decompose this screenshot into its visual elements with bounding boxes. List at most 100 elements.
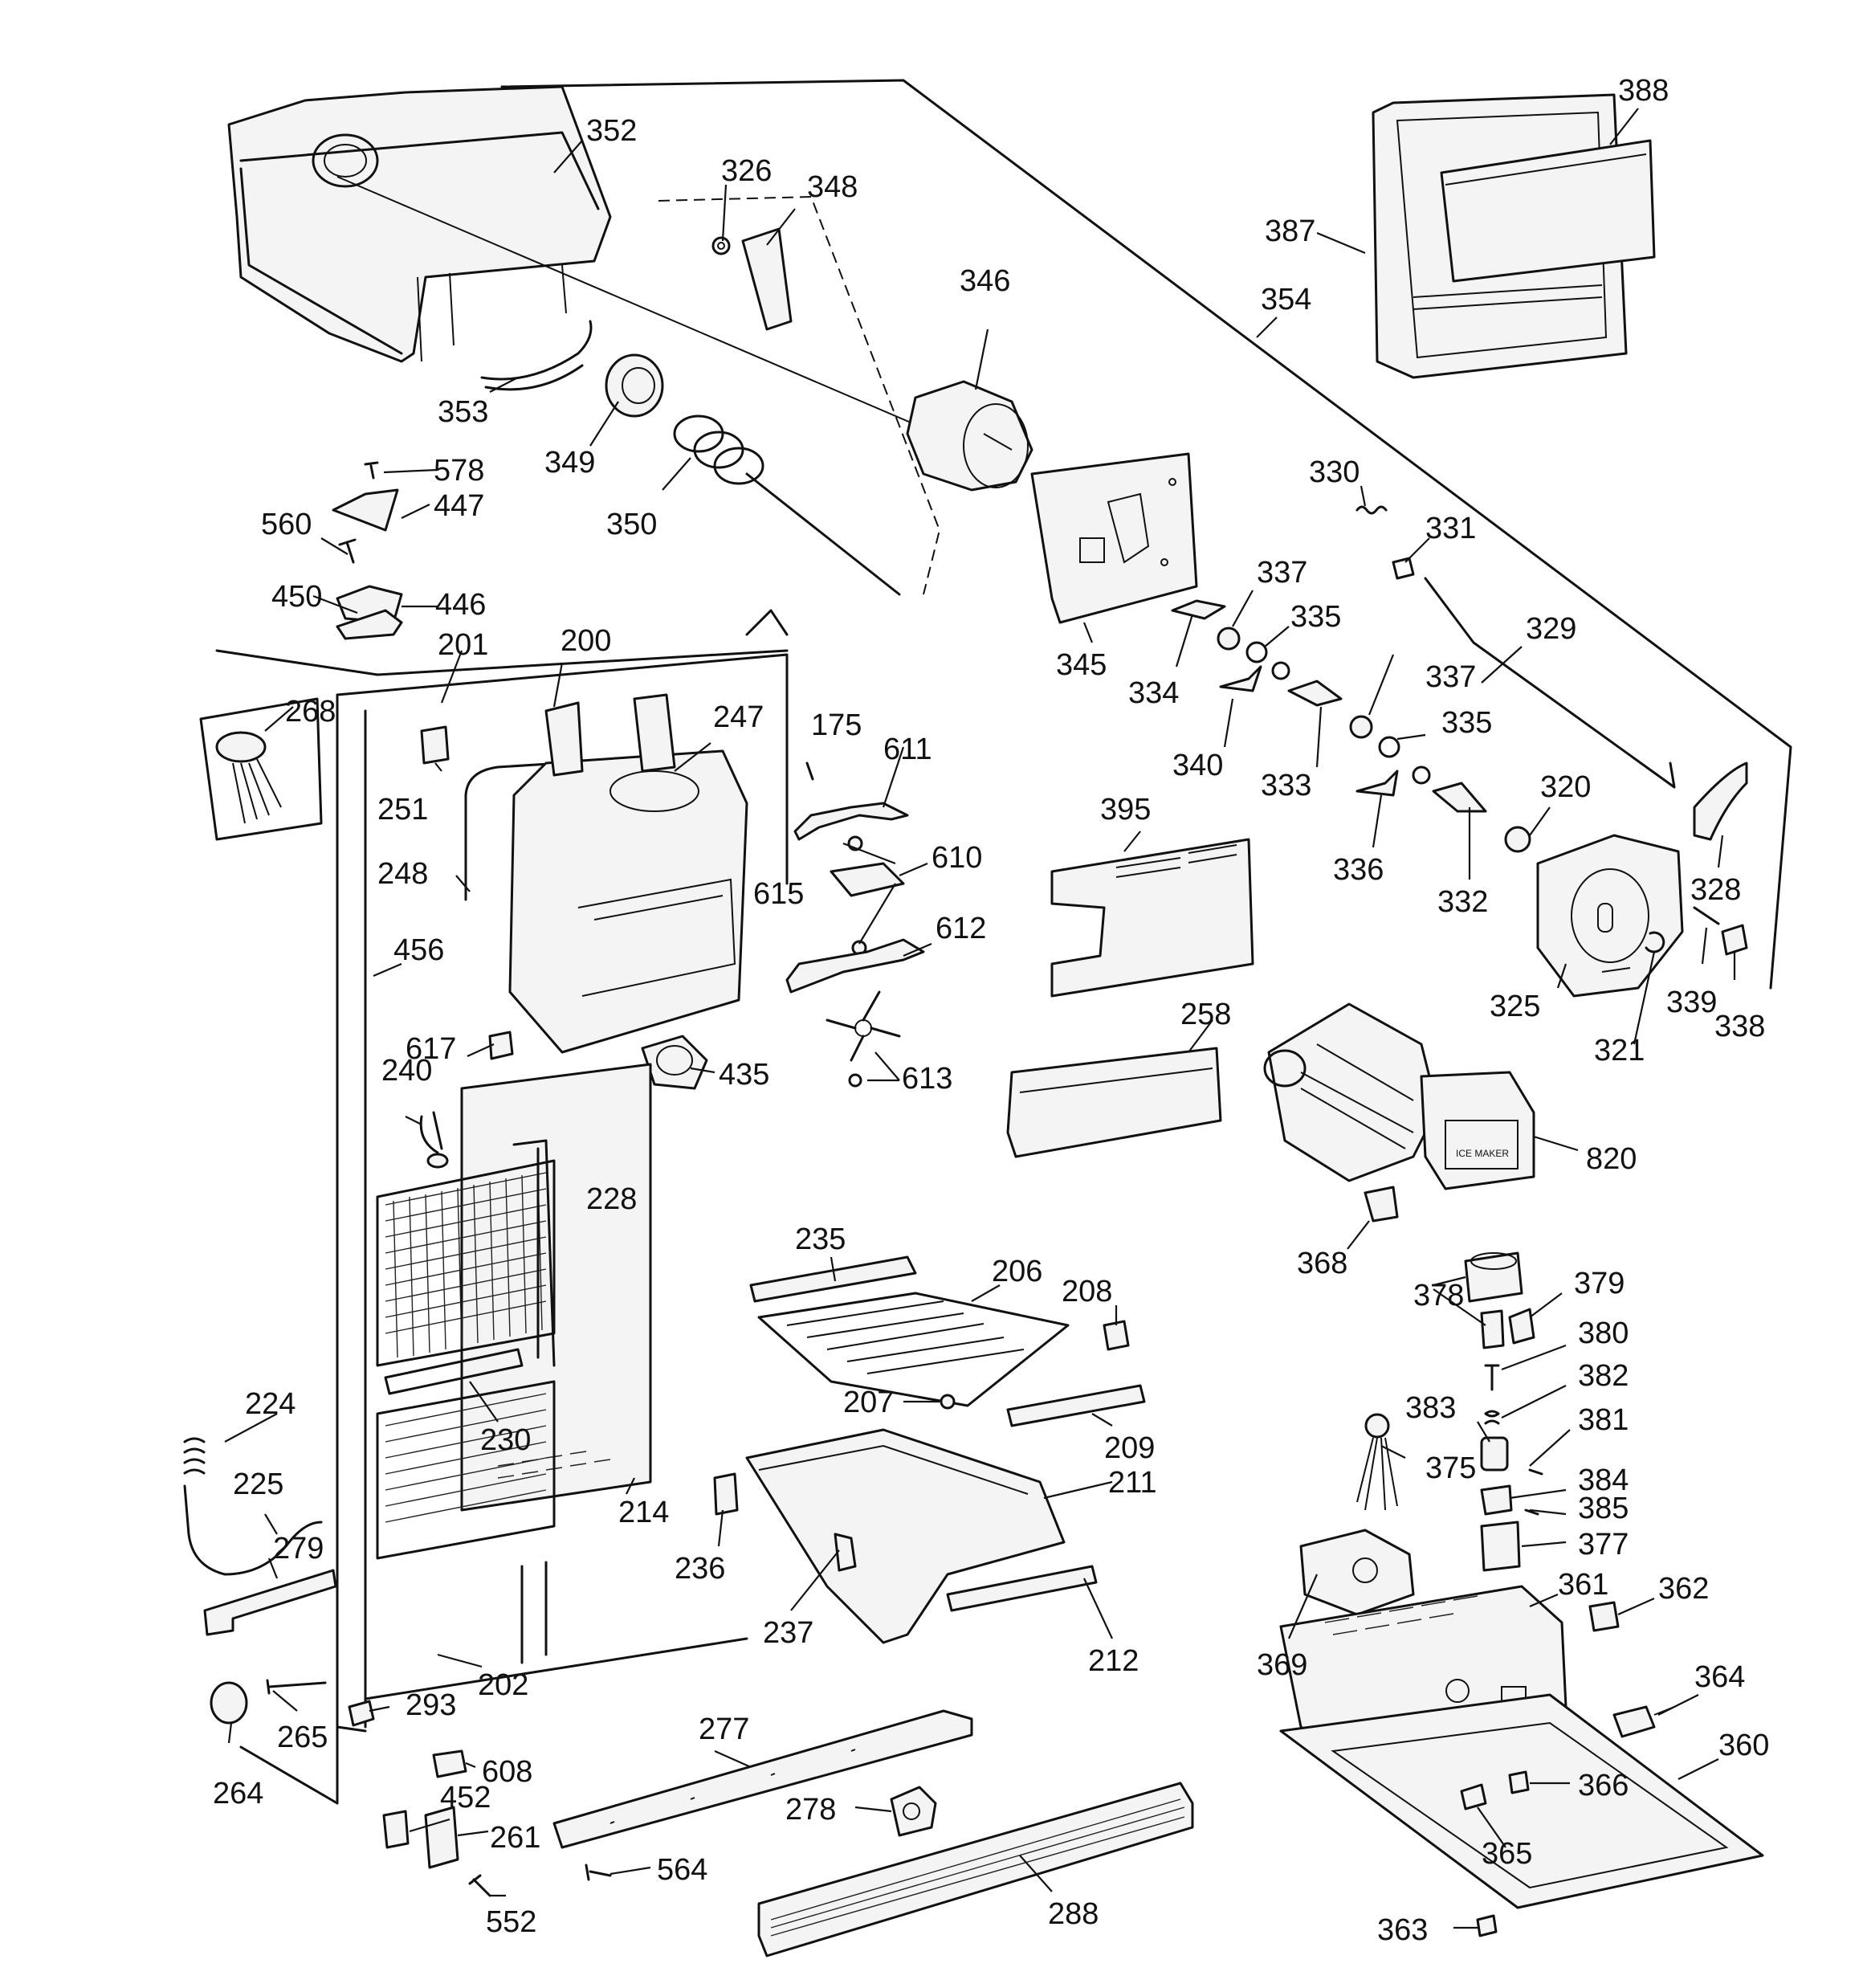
callout-277: 277 [699,1712,749,1746]
callout-345: 345 [1056,648,1107,682]
callout-387: 387 [1265,214,1315,248]
ice-bucket [227,85,612,363]
callout-340: 340 [1172,749,1223,782]
callout-206: 206 [992,1255,1042,1288]
part-365 [1460,1783,1487,1810]
hinge-293 [348,1700,375,1727]
air-duct-200 [508,693,748,1054]
hinge-261 [424,1806,459,1869]
pan-trim-212 [946,1565,1098,1612]
evaporator-228 [376,1139,556,1560]
callout-230: 230 [480,1423,531,1457]
callout-212: 212 [1088,1644,1139,1678]
connector-364 [1612,1705,1675,1738]
callout-608: 608 [482,1755,532,1789]
rod-265 [266,1679,327,1695]
bail-wire [480,320,593,391]
part-608 [432,1749,467,1778]
auger-spring [673,414,901,596]
bracket-368 [1364,1186,1399,1223]
auger-clip [711,236,731,255]
callout-208: 208 [1062,1275,1112,1308]
callout-820: 820 [1586,1142,1637,1176]
callout-375: 375 [1425,1451,1476,1485]
callout-560: 560 [261,508,312,541]
callout-385: 385 [1578,1492,1629,1525]
callout-368: 368 [1297,1247,1347,1280]
callout-360: 360 [1718,1729,1769,1762]
callout-258: 258 [1180,998,1231,1031]
callout-330: 330 [1309,455,1360,489]
callout-364: 364 [1694,1660,1745,1694]
callout-207: 207 [843,1386,894,1419]
callout-251: 251 [377,793,428,827]
fan-motor-610 [830,835,905,956]
callout-202: 202 [478,1668,528,1702]
screw-560 [338,538,357,564]
callout-337b: 337 [1425,660,1476,694]
spring-330 [1355,505,1388,515]
callout-369: 369 [1257,1648,1307,1682]
callout-248: 248 [377,857,428,891]
callout-350: 350 [606,508,657,541]
callout-235: 235 [795,1223,846,1256]
linkage-rod [1424,577,1676,789]
part-363 [1476,1914,1498,1937]
cam-stack [1171,599,1531,853]
callout-201: 201 [438,628,488,662]
callout-320: 320 [1540,770,1591,804]
solenoid-379 [1464,1251,1523,1303]
ring-321 [1645,931,1665,953]
defrost-heater-230 [384,1348,524,1395]
callout-366: 366 [1578,1769,1629,1802]
rail-277-holes [609,1749,856,1824]
clip-236 [713,1472,739,1516]
callout-377: 377 [1578,1528,1629,1561]
callout-334: 334 [1128,676,1179,710]
auger-baffle [741,227,793,331]
plunger-378 [1480,1309,1505,1349]
screw-175 [805,761,814,781]
callout-447: 447 [434,489,484,523]
enclosure-lines [215,79,1792,990]
pin-339 [1693,906,1720,925]
callout-610: 610 [932,841,982,875]
callout-380: 380 [1578,1316,1629,1350]
valve-stack [1480,1364,1543,1572]
callout-363: 363 [1377,1913,1428,1947]
door-bracket-328 [1693,761,1748,841]
callout-211: 211 [1108,1466,1157,1500]
callout-336: 336 [1333,853,1384,887]
clip-338 [1721,924,1748,956]
callout-236: 236 [675,1552,725,1586]
callout-265: 265 [277,1721,328,1754]
callout-240: 240 [381,1054,432,1088]
cap-379b [1508,1308,1535,1345]
support-208 [1103,1320,1130,1351]
leader-lines [224,108,1736,1929]
nut-207 [940,1394,956,1410]
callout-378: 378 [1413,1279,1464,1312]
callout-382: 382 [1578,1359,1629,1393]
plate-452 [382,1810,410,1849]
callout-175: 175 [811,708,862,742]
callout-247: 247 [713,700,764,734]
crisper-pan-211 [745,1428,1066,1644]
callout-326: 326 [721,154,772,188]
callout-225: 225 [233,1468,283,1501]
callout-612: 612 [936,912,986,945]
callout-613: 613 [902,1062,952,1096]
ice-maker-nameplate: ICE MAKER [1456,1148,1509,1159]
callout-331: 331 [1425,512,1476,545]
hinge-450 [336,609,403,640]
callout-388: 388 [1618,74,1669,108]
thermostat-375 [1356,1413,1398,1511]
callout-214: 214 [618,1496,669,1529]
callout-264: 264 [213,1777,263,1810]
callout-337: 337 [1257,556,1307,590]
callout-617: 617 [406,1032,456,1066]
callout-349: 349 [544,446,595,480]
fan-blade-613 [826,990,901,1088]
callout-456: 456 [393,933,444,967]
callout-209: 209 [1104,1431,1155,1465]
